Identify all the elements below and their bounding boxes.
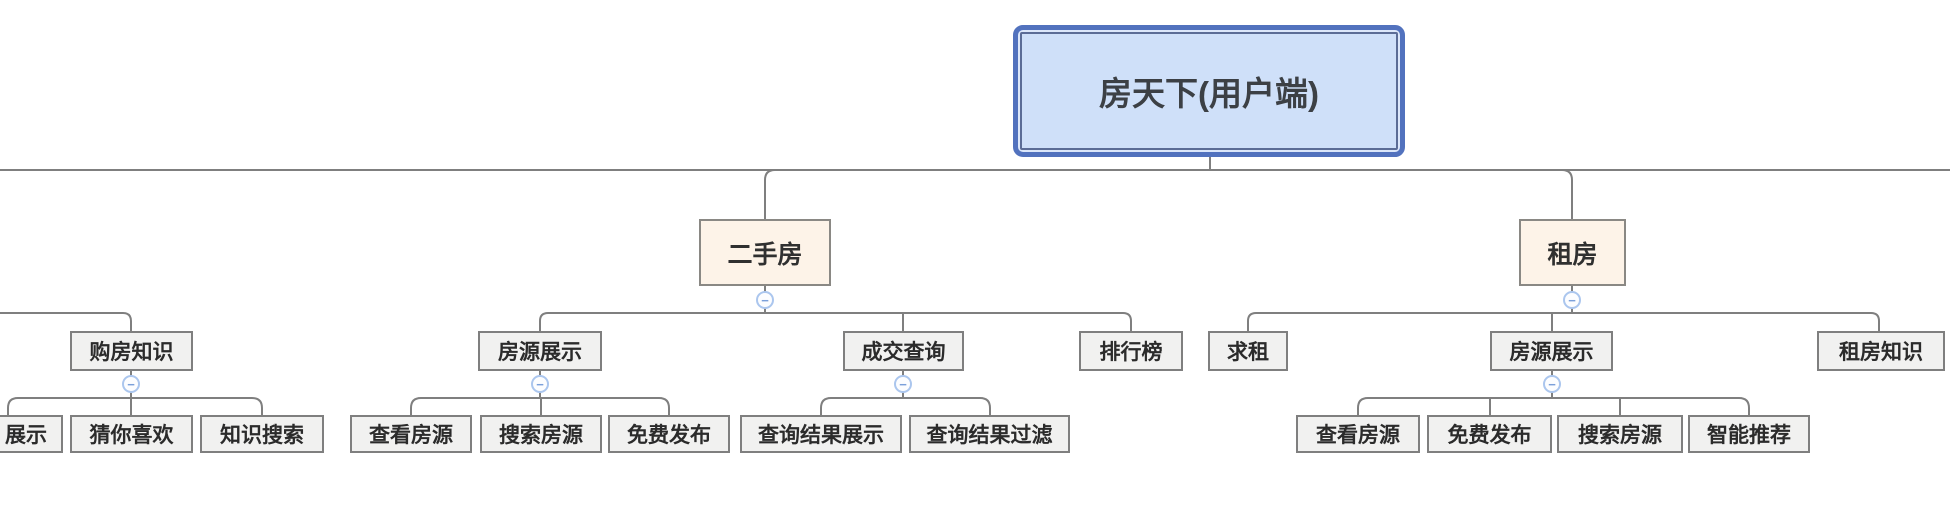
- topic-ranking[interactable]: 排行榜: [1079, 331, 1183, 371]
- bus-rent-listing: [1357, 397, 1750, 415]
- topic-sh-free-publish[interactable]: 免费发布: [608, 415, 730, 453]
- bus-offscreen-left: [0, 312, 132, 331]
- topic-deal-query[interactable]: 成交查询: [843, 331, 964, 371]
- topic-buy-knowledge[interactable]: 购房知识: [70, 331, 193, 371]
- topic-display-clipped[interactable]: 展示: [0, 415, 63, 453]
- root-topic[interactable]: 房天下(用户端): [1013, 25, 1405, 157]
- topic-guess-you-like[interactable]: 猜你喜欢: [70, 415, 193, 453]
- collapse-icon[interactable]: −: [531, 375, 549, 393]
- bus-buy-knowledge: [7, 397, 263, 415]
- topic-rent-search-listing[interactable]: 搜索房源: [1557, 415, 1683, 453]
- bus-deal-query: [820, 397, 991, 415]
- topic-rent-house[interactable]: 租房: [1519, 219, 1626, 286]
- topic-sh-view-listing[interactable]: 查看房源: [350, 415, 472, 453]
- collapse-icon[interactable]: −: [122, 375, 140, 393]
- collapse-icon[interactable]: −: [756, 291, 774, 309]
- topic-smart-recommend[interactable]: 智能推荐: [1688, 415, 1810, 453]
- topic-rent-listing-display[interactable]: 房源展示: [1490, 331, 1613, 371]
- topic-secondhand-house[interactable]: 二手房: [699, 219, 831, 286]
- bus-secondhand: [539, 312, 1132, 331]
- collapse-icon[interactable]: −: [894, 375, 912, 393]
- collapse-icon[interactable]: −: [1563, 291, 1581, 309]
- topic-query-result-filter[interactable]: 查询结果过滤: [909, 415, 1070, 453]
- topic-rent-knowledge[interactable]: 租房知识: [1817, 331, 1945, 371]
- topic-sh-listing-display[interactable]: 房源展示: [478, 331, 602, 371]
- drop-rent: [1561, 169, 1573, 219]
- topic-rent-view-listing[interactable]: 查看房源: [1296, 415, 1420, 453]
- bus-rent: [1247, 312, 1880, 331]
- collapse-icon[interactable]: −: [1543, 375, 1561, 393]
- topic-rent-seek[interactable]: 求租: [1208, 331, 1288, 371]
- drop-secondhand: [764, 169, 776, 219]
- topic-rent-free-publish[interactable]: 免费发布: [1427, 415, 1552, 453]
- topic-knowledge-search[interactable]: 知识搜索: [200, 415, 324, 453]
- topic-query-result-display[interactable]: 查询结果展示: [740, 415, 902, 453]
- topic-sh-search-listing[interactable]: 搜索房源: [480, 415, 602, 453]
- root-topic-label: 房天下(用户端): [1020, 32, 1398, 150]
